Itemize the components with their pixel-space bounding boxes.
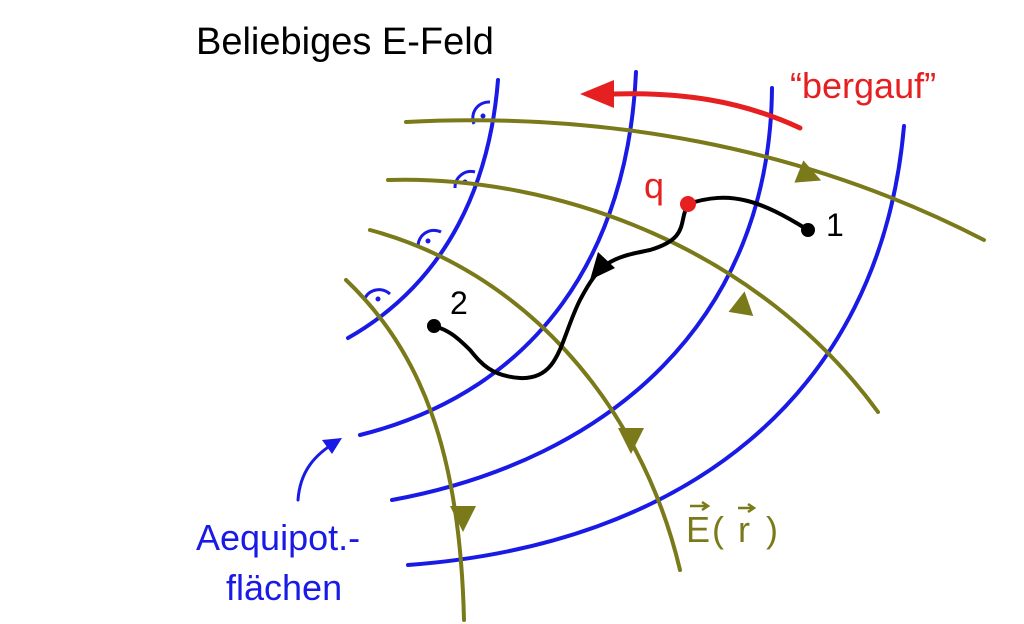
uphill-label: “bergauf” — [790, 65, 936, 106]
charge-path — [432, 195, 810, 381]
point-1-label: 1 — [826, 207, 844, 243]
field-line-2 — [386, 177, 880, 414]
arrow-icon — [794, 160, 822, 183]
uphill-arrow — [580, 80, 803, 131]
field-line-4 — [344, 278, 466, 622]
charge-label: q — [644, 165, 664, 206]
equipotential-line-3 — [390, 86, 774, 502]
field-label: E ( r ) — [686, 500, 778, 550]
equipotential-label-line1: Aequipot.- — [196, 517, 360, 558]
equipotential-surfaces — [346, 70, 906, 567]
charge-dot — [680, 196, 696, 212]
right-angle-marker-icon — [363, 288, 392, 302]
field-line-3 — [368, 228, 682, 572]
equipotential-label-line2: flächen — [226, 567, 342, 608]
right-angle-markers — [363, 100, 491, 302]
arrow-icon — [728, 291, 754, 316]
arrow-icon — [450, 506, 476, 532]
arrow-icon — [580, 80, 614, 108]
field-label-r: r — [738, 509, 750, 550]
diagram-title: Beliebiges E-Feld — [196, 21, 494, 63]
field-lines — [344, 118, 986, 622]
arrow-icon — [322, 438, 342, 454]
point-1-dot — [801, 223, 815, 237]
arrow-icon — [618, 428, 644, 454]
equipotential-label: Aequipot.- flächen — [196, 438, 360, 608]
field-label-e: E — [686, 509, 710, 550]
field-line-1 — [404, 118, 986, 242]
point-2-label: 2 — [450, 285, 468, 321]
right-angle-marker-icon — [416, 228, 442, 247]
field-label-close-paren: ) — [766, 509, 778, 550]
point-2-dot — [427, 319, 441, 333]
equipotential-line-4 — [406, 124, 906, 567]
field-label-open-paren: ( — [712, 509, 724, 550]
arrow-icon — [590, 252, 615, 280]
